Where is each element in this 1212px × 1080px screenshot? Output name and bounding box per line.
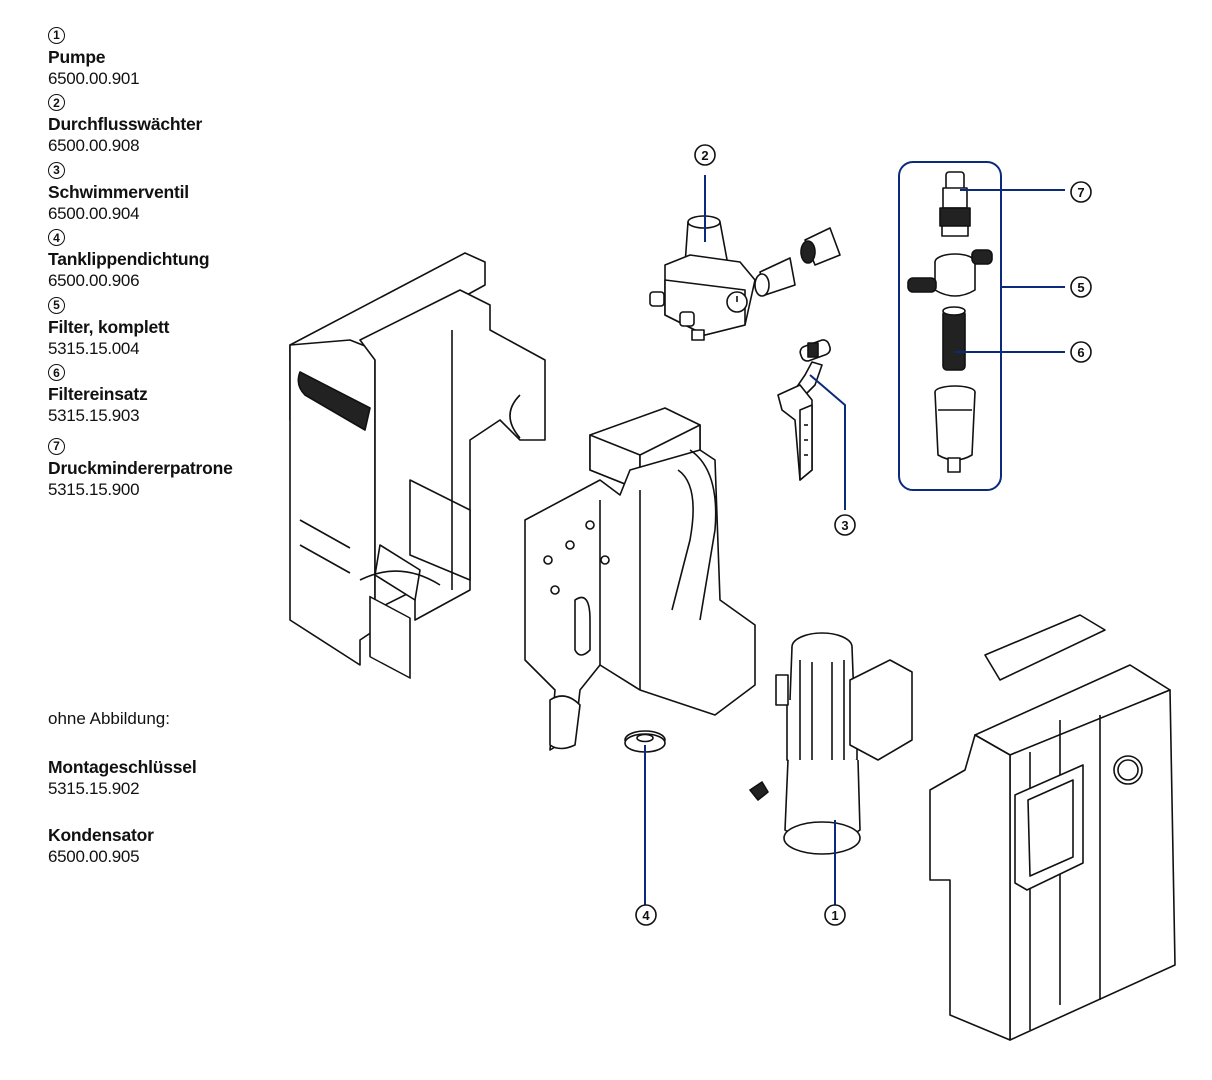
number-circle: 5 — [48, 296, 65, 314]
unillustrated-heading: ohne Abbildung: — [48, 709, 170, 728]
callout-marker-5: 5 — [1070, 276, 1092, 298]
water-tank — [524, 407, 756, 751]
part-name: Filter, komplett — [48, 316, 170, 337]
callout-number: 1 — [831, 908, 838, 923]
part-number: 6500.00.901 — [48, 68, 140, 88]
filter-insert — [942, 306, 966, 371]
part-name: Schwimmerventil — [48, 181, 189, 202]
unillustrated-item-mounting-key: Montageschlüssel 5315.15.902 — [48, 756, 288, 800]
part-name: Kondensator — [48, 825, 154, 845]
float-valve — [777, 339, 831, 481]
part-number: 5315.15.900 — [48, 479, 140, 499]
unillustrated-parts: ohne Abbildung: Montageschlüssel 5315.15… — [48, 708, 288, 892]
part-name: Montageschlüssel — [48, 757, 197, 777]
filter-bowl — [934, 385, 976, 473]
legend-item-filter-complete: 5 Filter, komplett 5315.15.004 — [48, 296, 288, 360]
callout-number: 6 — [1077, 345, 1084, 360]
part-number: 6500.00.905 — [48, 847, 140, 866]
number-circle: 1 — [48, 26, 65, 44]
callout-marker-6: 6 — [1070, 341, 1092, 363]
unillustrated-item-capacitor: Kondensator 6500.00.905 — [48, 824, 288, 868]
tank-lip-seal — [624, 730, 666, 753]
callout-marker-2: 2 — [694, 144, 716, 166]
filter-group — [898, 161, 1002, 491]
number-circle: 4 — [48, 229, 65, 246]
callout-marker-3: 3 — [834, 514, 856, 536]
part-number: 5315.15.004 — [48, 338, 140, 358]
part-number: 5315.15.902 — [48, 779, 140, 798]
part-name: Filtereinsatz — [48, 384, 148, 404]
part-name: Pumpe — [48, 46, 106, 67]
part-name: Tanklippendichtung — [48, 249, 210, 269]
part-name: Durchflusswächter — [48, 114, 203, 134]
callout-marker-7: 7 — [1070, 181, 1092, 203]
callout-number: 4 — [642, 908, 650, 923]
callout-number: 5 — [1077, 280, 1084, 295]
number-circle: 6 — [48, 364, 65, 381]
part-name: Druckmindererpatrone — [48, 457, 233, 478]
number-circle: 2 — [48, 94, 65, 111]
rear-housing — [289, 252, 546, 679]
callout-number: 3 — [841, 518, 848, 533]
legend-item-filter-insert: 6 Filtereinsatz 5315.15.903 — [48, 364, 288, 428]
filter-head — [907, 249, 993, 297]
legend-item-float-valve: 3 Schwimmerventil 6500.00.904 — [48, 161, 288, 225]
legend-item-tank-lip-seal: 4 Tanklippendichtung 6500.00.906 — [48, 229, 288, 293]
callout-line-3 — [809, 374, 846, 510]
legend-item-flow-switch: 2 Durchflusswächter 6500.00.908 — [48, 94, 288, 158]
pump — [749, 632, 913, 855]
part-number: 5315.15.903 — [48, 406, 140, 425]
part-number: 6500.00.904 — [48, 203, 140, 223]
pressure-reducer-cartridge — [939, 171, 971, 237]
flow-switch — [649, 215, 841, 341]
legend-item-pump: 1 Pumpe 6500.00.901 — [48, 26, 288, 90]
callout-marker-1: 1 — [824, 904, 846, 926]
number-circle: 3 — [48, 161, 65, 179]
callout-number: 2 — [701, 148, 708, 163]
number-circle: 7 — [48, 437, 65, 455]
parts-legend: 1 Pumpe 6500.00.901 2 Durchflusswächter … — [48, 26, 288, 505]
part-number: 6500.00.908 — [48, 136, 140, 155]
part-number: 6500.00.906 — [48, 271, 140, 290]
callout-number: 7 — [1077, 185, 1084, 200]
callout-marker-4: 4 — [635, 904, 657, 926]
legend-item-pressure-reducer: 7 Druckmindererpatrone 5315.15.900 — [48, 437, 288, 501]
callout-lines — [644, 175, 1065, 905]
front-cover — [929, 614, 1176, 1041]
